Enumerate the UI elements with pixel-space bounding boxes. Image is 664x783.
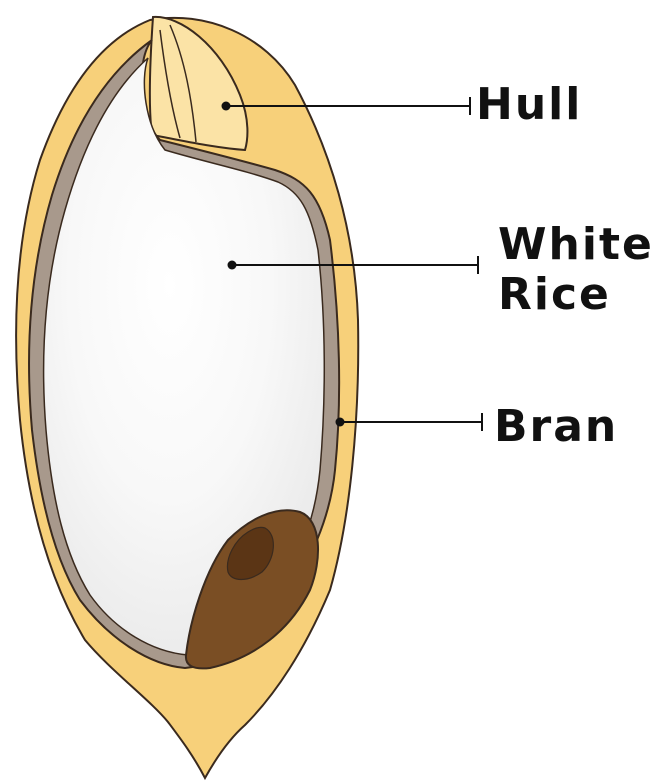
hull-label: Hull [476,80,582,130]
white-rice-label: White Rice [498,220,654,320]
bran-label: Bran [494,402,618,452]
bran-pointer [336,413,483,431]
